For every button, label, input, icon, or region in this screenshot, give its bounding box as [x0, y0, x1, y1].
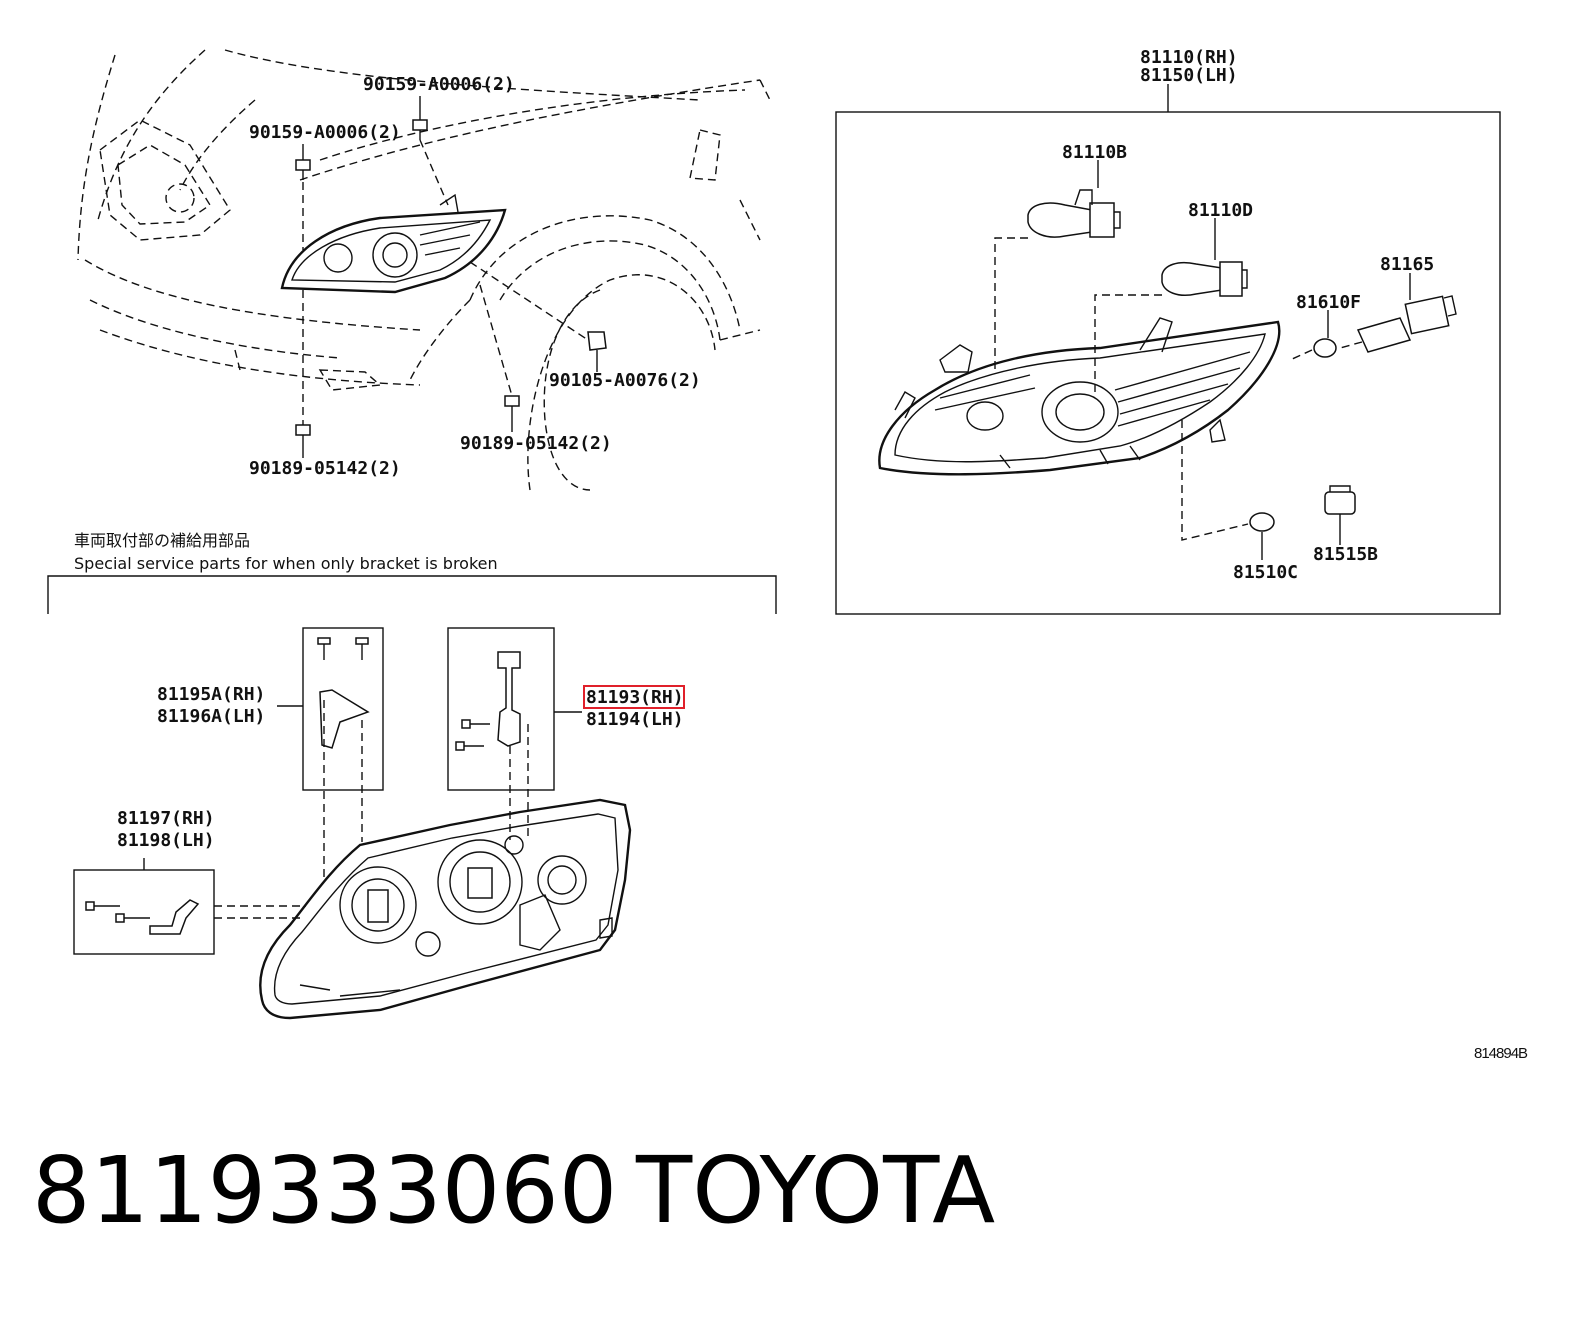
- assembly-frame: [835, 111, 1501, 615]
- label-clip-top-left: 90159-A0006(2): [249, 122, 401, 143]
- label-bracket-a-lh: 81196A(LH): [157, 706, 265, 727]
- car-front-illustration: [77, 49, 771, 491]
- label-bracket-lh: 81194(LH): [586, 709, 684, 730]
- headlamp-rear-drawing: [259, 798, 632, 1020]
- label-socket-b: 81515B: [1313, 544, 1378, 565]
- label-assembly-lh: 81150(LH): [1140, 65, 1238, 86]
- illustration-code: 814894B: [1474, 1045, 1528, 1062]
- bracket-c-box: [73, 869, 215, 955]
- socket-81165: [1356, 295, 1457, 353]
- service-parts-section: 車両取付部の補給用部品 Special service parts for wh…: [47, 531, 777, 1020]
- brand-name: TOYOTA: [635, 1137, 995, 1244]
- label-socket: 81165: [1380, 254, 1434, 275]
- label-bracket-c-rh: 81197(RH): [117, 808, 215, 829]
- bulb-81610f: [1313, 338, 1337, 358]
- bulb-81110b: [1027, 189, 1121, 238]
- highlight-box: [583, 685, 685, 709]
- bracket-b-box: [447, 627, 555, 791]
- bulb-81110d: [1161, 261, 1248, 297]
- label-clip-bottom-right: 90189-05142(2): [460, 433, 612, 454]
- service-heading-en: Special service parts for when only brac…: [74, 554, 498, 573]
- label-bulb-c: 81510C: [1233, 562, 1298, 583]
- part-number: 8119333060: [32, 1137, 617, 1244]
- service-heading-jp: 車両取付部の補給用部品: [74, 531, 250, 550]
- label-bulb-f: 81610F: [1296, 292, 1361, 313]
- label-screw-fender: 90105-A0076(2): [549, 370, 701, 391]
- car-fasteners: [295, 119, 607, 458]
- label-bulb-b: 81110B: [1062, 142, 1127, 163]
- socket-81515b: [1324, 485, 1356, 515]
- label-bracket-a-rh: 81195A(RH): [157, 684, 265, 705]
- car-part-labels: 90159-A0006(2) 90159-A0006(2) 90105-A007…: [249, 74, 701, 479]
- label-clip-bottom-left: 90189-05142(2): [249, 458, 401, 479]
- label-clip-top-right: 90159-A0006(2): [363, 74, 515, 95]
- label-bulb-d: 81110D: [1188, 200, 1253, 221]
- label-bracket-c-lh: 81198(LH): [117, 830, 215, 851]
- label-assembly-rh: 81110(RH): [1140, 47, 1238, 68]
- headlamp-unit-drawing: [878, 317, 1281, 476]
- bracket-a-box: [302, 627, 384, 791]
- label-bracket-rh: 81193(RH): [586, 687, 684, 708]
- headlamp-assembly-panel: 81110(RH) 81150(LH): [835, 47, 1501, 615]
- bulb-81510c: [1249, 512, 1275, 532]
